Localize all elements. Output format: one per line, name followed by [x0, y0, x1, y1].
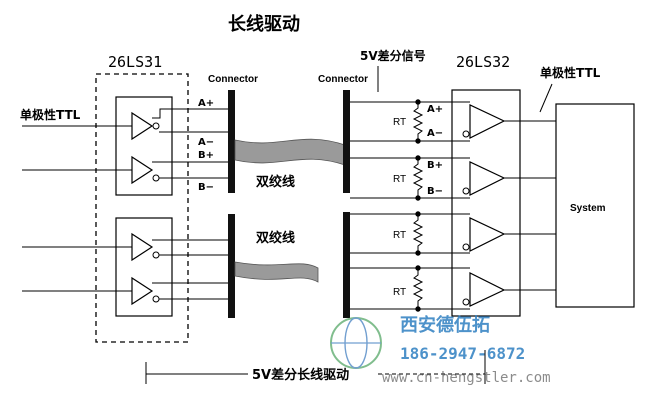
output-ttl-pointer [539, 83, 553, 113]
left-connector-top [228, 90, 235, 193]
resistor-label-4: RT [393, 287, 406, 298]
receiver-comparator-2 [462, 161, 506, 196]
right-pin-a-plus: A+ [427, 104, 443, 115]
watermark-company: 西安德伍拓 [400, 314, 490, 336]
bottom-label: 5V差分长线驱动 [252, 367, 349, 383]
driver-output-lines [152, 108, 228, 300]
watermark: 西安德伍拓 186-2947-6872 www.cn-hengstler.com [330, 314, 551, 386]
left-pin-b-minus: B− [198, 182, 214, 193]
receiver-output-lines [504, 120, 556, 291]
receiver-input-lines [350, 101, 470, 310]
receiver-comparator-3 [462, 217, 506, 252]
twisted-pair-label-1: 双绞线 [256, 174, 295, 190]
right-connector-label: Connector [318, 74, 368, 85]
driver-ic-top [115, 96, 173, 196]
driver-buffer-2 [22, 155, 160, 185]
receiver-comparator-4 [462, 272, 506, 307]
left-connector-label: Connector [208, 74, 258, 85]
diagram-title: 长线驱动 [228, 13, 300, 35]
left-pin-a-plus: A+ [198, 98, 214, 109]
driver-chip-label: 26LS31 [108, 53, 162, 71]
left-pin-b-plus: B+ [198, 150, 214, 161]
right-connector-bottom [343, 212, 350, 318]
output-ttl-label: 单极性TTL [540, 65, 601, 80]
right-pin-b-minus: B− [427, 186, 443, 197]
twisted-pair-cable-1 [234, 138, 346, 166]
receiver-ic-box [451, 89, 521, 317]
right-pin-a-minus: A− [427, 128, 443, 139]
system-box [555, 103, 635, 308]
receiver-comparator-1 [462, 104, 506, 139]
input-ttl-label: 单极性TTL [20, 107, 81, 122]
driver-buffer-1 [22, 111, 160, 141]
driver-ic-bottom [115, 217, 173, 317]
right-pin-b-plus: B+ [427, 160, 443, 171]
receiver-chip-label: 26LS32 [456, 53, 510, 71]
driver-dashed-box [95, 73, 189, 343]
twisted-pair-cable-2 [234, 261, 319, 283]
resistor-label-3: RT [393, 230, 406, 241]
twisted-pair-label-2: 双绞线 [256, 230, 295, 246]
driver-buffer-4 [22, 276, 160, 306]
left-connector-bottom [228, 214, 235, 318]
watermark-phone: 186-2947-6872 [400, 344, 525, 363]
resistor-label-1: RT [393, 117, 406, 128]
resistor-label-2: RT [393, 174, 406, 185]
watermark-url: www.cn-hengstler.com [382, 370, 551, 386]
diff-signal-label: 5V差分信号 [360, 48, 426, 63]
termination-resistors [412, 99, 424, 312]
driver-buffer-3 [22, 232, 160, 262]
system-label: System [570, 203, 606, 214]
bottom-dimension [145, 350, 486, 384]
right-connector-top [343, 90, 350, 193]
left-pin-a-minus: A− [198, 137, 214, 148]
